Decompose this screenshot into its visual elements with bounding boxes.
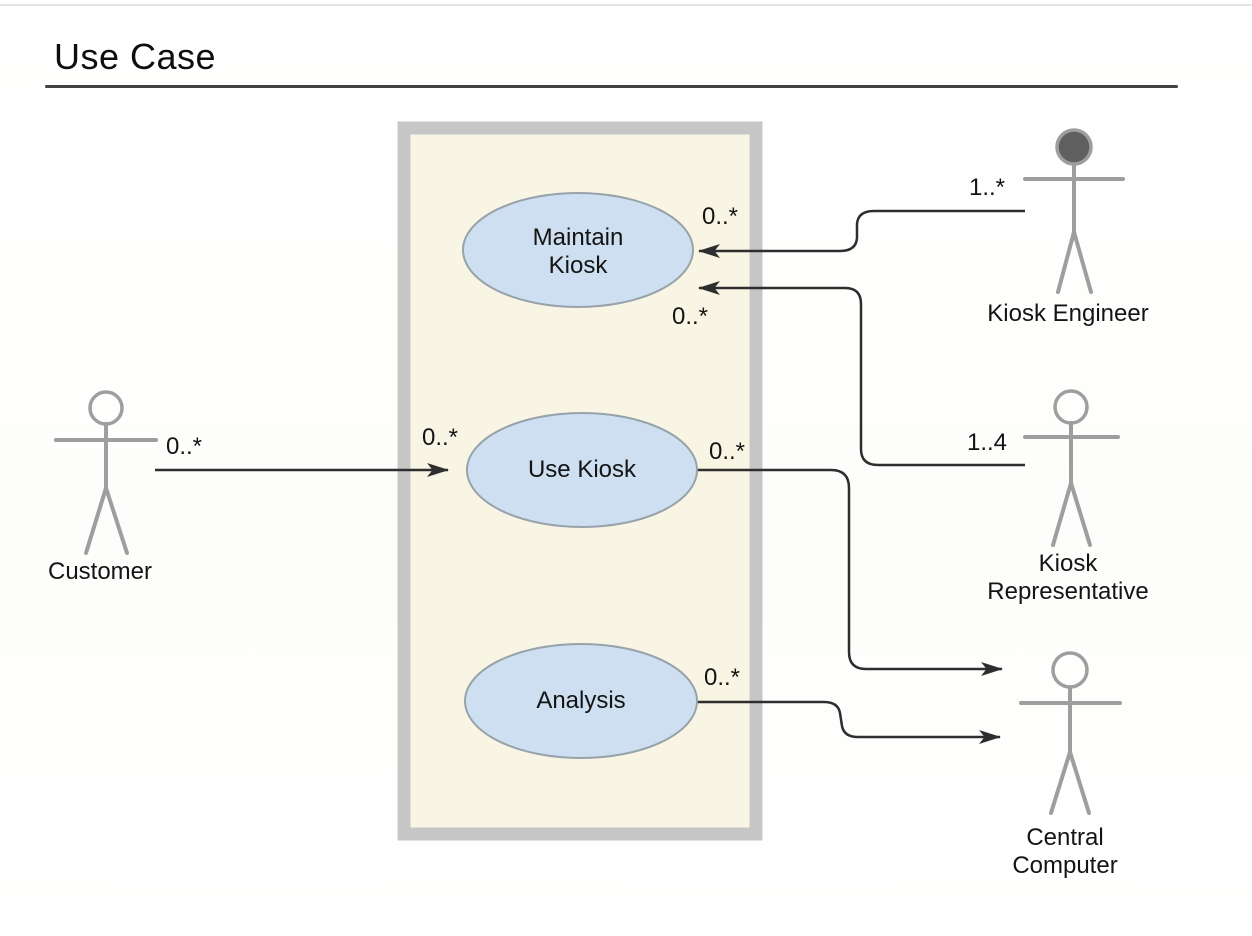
multiplicity-use-kiosk-source: 0..*: [708, 438, 746, 465]
association-use-kiosk-central-computer: [697, 468, 1003, 676]
multiplicity-customer-source: 0..*: [165, 433, 203, 460]
multiplicity-analysis-source: 0..*: [703, 664, 741, 691]
multiplicity-maintain-kiosk-target-lower: 0..*: [671, 303, 709, 330]
central-computer-actor-label: Central Computer: [1012, 824, 1118, 879]
customer-actor-label: Customer: [47, 558, 153, 585]
kiosk-engineer-actor-label: Kiosk Engineer: [987, 300, 1149, 327]
customer-actor-icon: [54, 390, 158, 555]
kiosk-engineer-actor-icon: [1023, 128, 1125, 294]
page-top-divider: [0, 4, 1252, 6]
use-case-maintain-kiosk-label: Maintain Kiosk: [532, 224, 624, 279]
kiosk-representative-actor-label: Kiosk Representative: [987, 550, 1149, 605]
use-case-analysis-ellipse: [464, 643, 698, 759]
use-case-maintain-kiosk-ellipse: [462, 192, 694, 308]
association-analysis-central-computer: [696, 700, 1001, 744]
central-computer-actor-icon: [1019, 651, 1122, 815]
page-title: Use Case: [54, 36, 217, 77]
title-underline: [45, 85, 1178, 88]
multiplicity-kiosk-representative-source: 1..4: [966, 429, 1008, 456]
association-kiosk-representative-maintain-kiosk: [698, 281, 1025, 467]
association-kiosk-engineer-maintain-kiosk: [698, 209, 1025, 258]
kiosk-representative-actor-icon: [1023, 389, 1120, 547]
use-case-use-kiosk-ellipse: [466, 412, 698, 528]
multiplicity-kiosk-engineer-source: 1..*: [968, 174, 1006, 201]
use-case-analysis-label: Analysis: [536, 687, 626, 714]
multiplicity-use-kiosk-target: 0..*: [421, 424, 459, 451]
use-case-use-kiosk-label: Use Kiosk: [527, 456, 637, 483]
multiplicity-maintain-kiosk-target-upper: 0..*: [701, 203, 739, 230]
